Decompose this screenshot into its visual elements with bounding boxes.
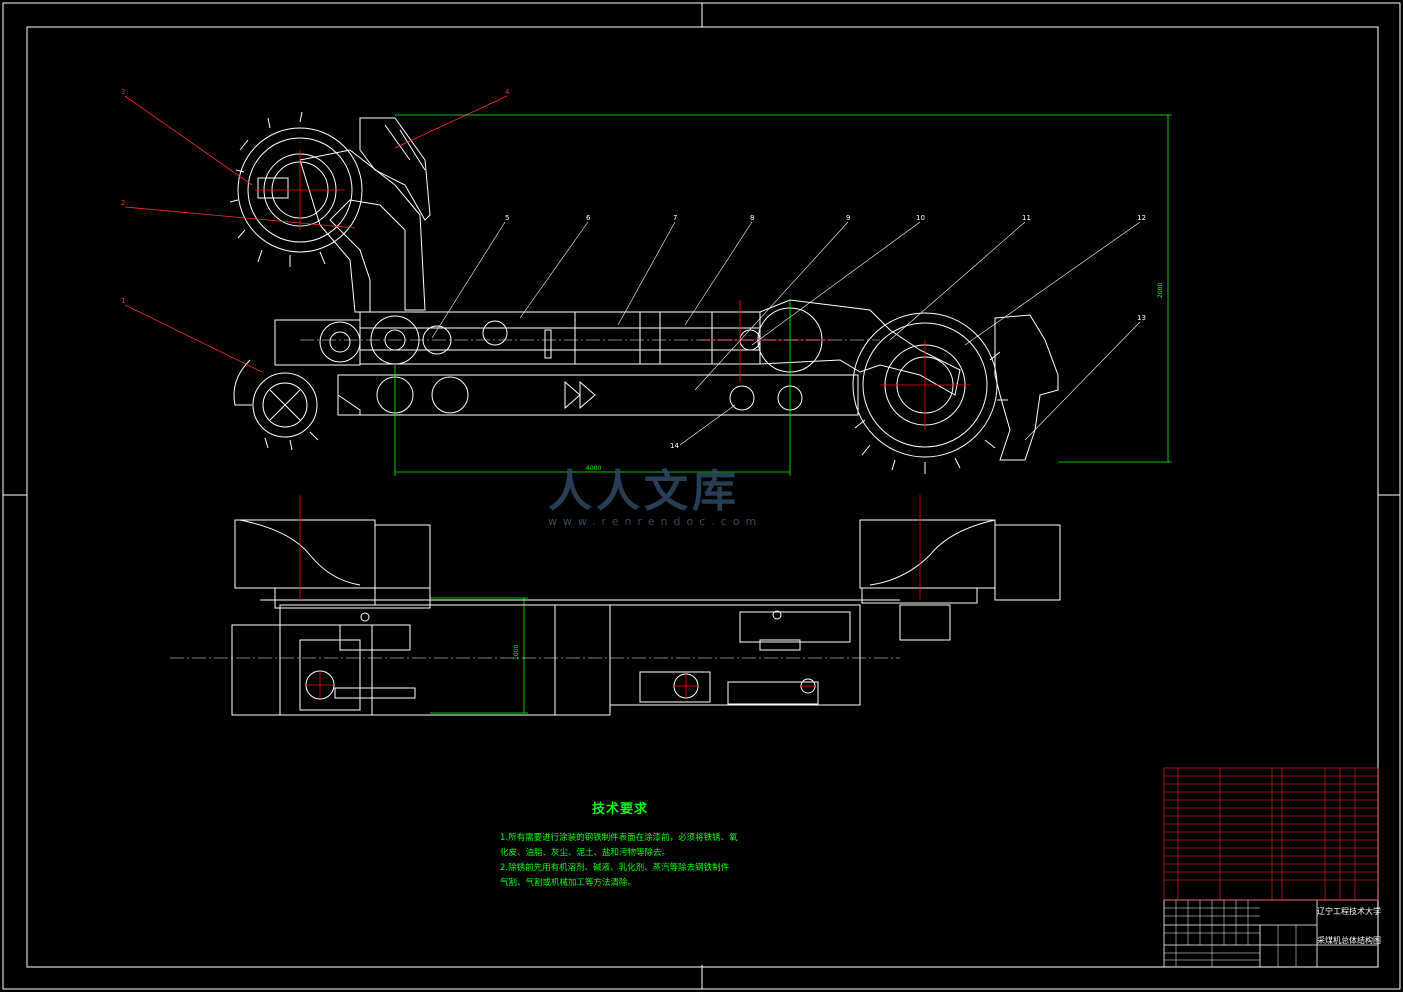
balloon-4: 4: [505, 88, 510, 96]
dim-overall-height: 2000: [1157, 283, 1164, 298]
drawing-name: 采煤机总体结构图: [1317, 936, 1381, 945]
balloon-13: 13: [1137, 314, 1146, 322]
technical-requirements: 技术要求 1.所有需要进行涂装的钢铁制件表面在涂漆前，必须将铁锈、氧 化皮、油脂…: [500, 798, 750, 891]
left-lower-drum: [233, 359, 319, 451]
tech-req-list: 1.所有需要进行涂装的钢铁制件表面在涂漆前，必须将铁锈、氧 化皮、油脂、灰尘、泥…: [500, 831, 750, 891]
watermark-logo-text: 人人文库: [548, 466, 740, 517]
tech-req-line: 1.所有需要进行涂装的钢铁制件表面在涂漆前，必须将铁锈、氧: [500, 833, 738, 843]
watermark: 人人文库 www.renrendoc.com: [548, 455, 762, 528]
parts-list: [1163, 767, 1379, 901]
balloon-12: 12: [1137, 214, 1146, 222]
dim-overall-length: 4000: [586, 465, 601, 472]
balloon-labels: 3 2 4 1 5 6 7 8 9 10 11 12 13 14: [121, 88, 1146, 450]
tech-req-line: 化皮、油脂、灰尘、泥土、盐和污物等除去。: [500, 848, 671, 858]
side-view: [229, 111, 1059, 474]
plan-view: [231, 519, 1061, 716]
dim-plan-width: 1000: [513, 645, 520, 660]
machine-body: [359, 311, 761, 365]
right-cutting-drum: [852, 312, 1008, 474]
title-block-texts: 辽宁工程技术大学 采煤机总体结构图: [1317, 902, 1381, 955]
balloon-3: 3: [121, 88, 125, 96]
left-ranging-arm: [299, 149, 426, 313]
left-cutting-drum: [229, 111, 363, 267]
balloon-1: 1: [121, 297, 125, 305]
balloon-2: 2: [121, 199, 125, 207]
center-marks: [3, 3, 1400, 989]
tech-req-line: 2.除锈前先用有机溶剂、碱液、乳化剂、蒸汽等除去钢铁制件: [500, 863, 730, 873]
traction-frame: [337, 374, 859, 416]
tech-req-title: 技术要求: [591, 802, 648, 817]
tech-req-line: 气割、气割或机械加工等方法清除。: [500, 878, 637, 888]
watermark-url: www.renrendoc.com: [548, 515, 763, 528]
balloon-11: 11: [1022, 214, 1031, 222]
balloon-9: 9: [846, 214, 850, 222]
balloon-14: 14: [670, 442, 679, 450]
leader-lines-white: [431, 221, 1141, 446]
balloon-6: 6: [586, 214, 591, 222]
dimension-lines: [394, 114, 1172, 714]
leader-lines: [124, 95, 508, 373]
plan-centerlines: [299, 495, 921, 699]
balloon-10: 10: [916, 214, 925, 222]
dimension-texts: 4000 2000 1000: [513, 283, 1164, 660]
balloon-5: 5: [505, 214, 509, 222]
balloon-7: 7: [673, 214, 677, 222]
school-name: 辽宁工程技术大学: [1317, 907, 1381, 916]
balloon-8: 8: [750, 214, 754, 222]
title-block: [1163, 899, 1379, 968]
